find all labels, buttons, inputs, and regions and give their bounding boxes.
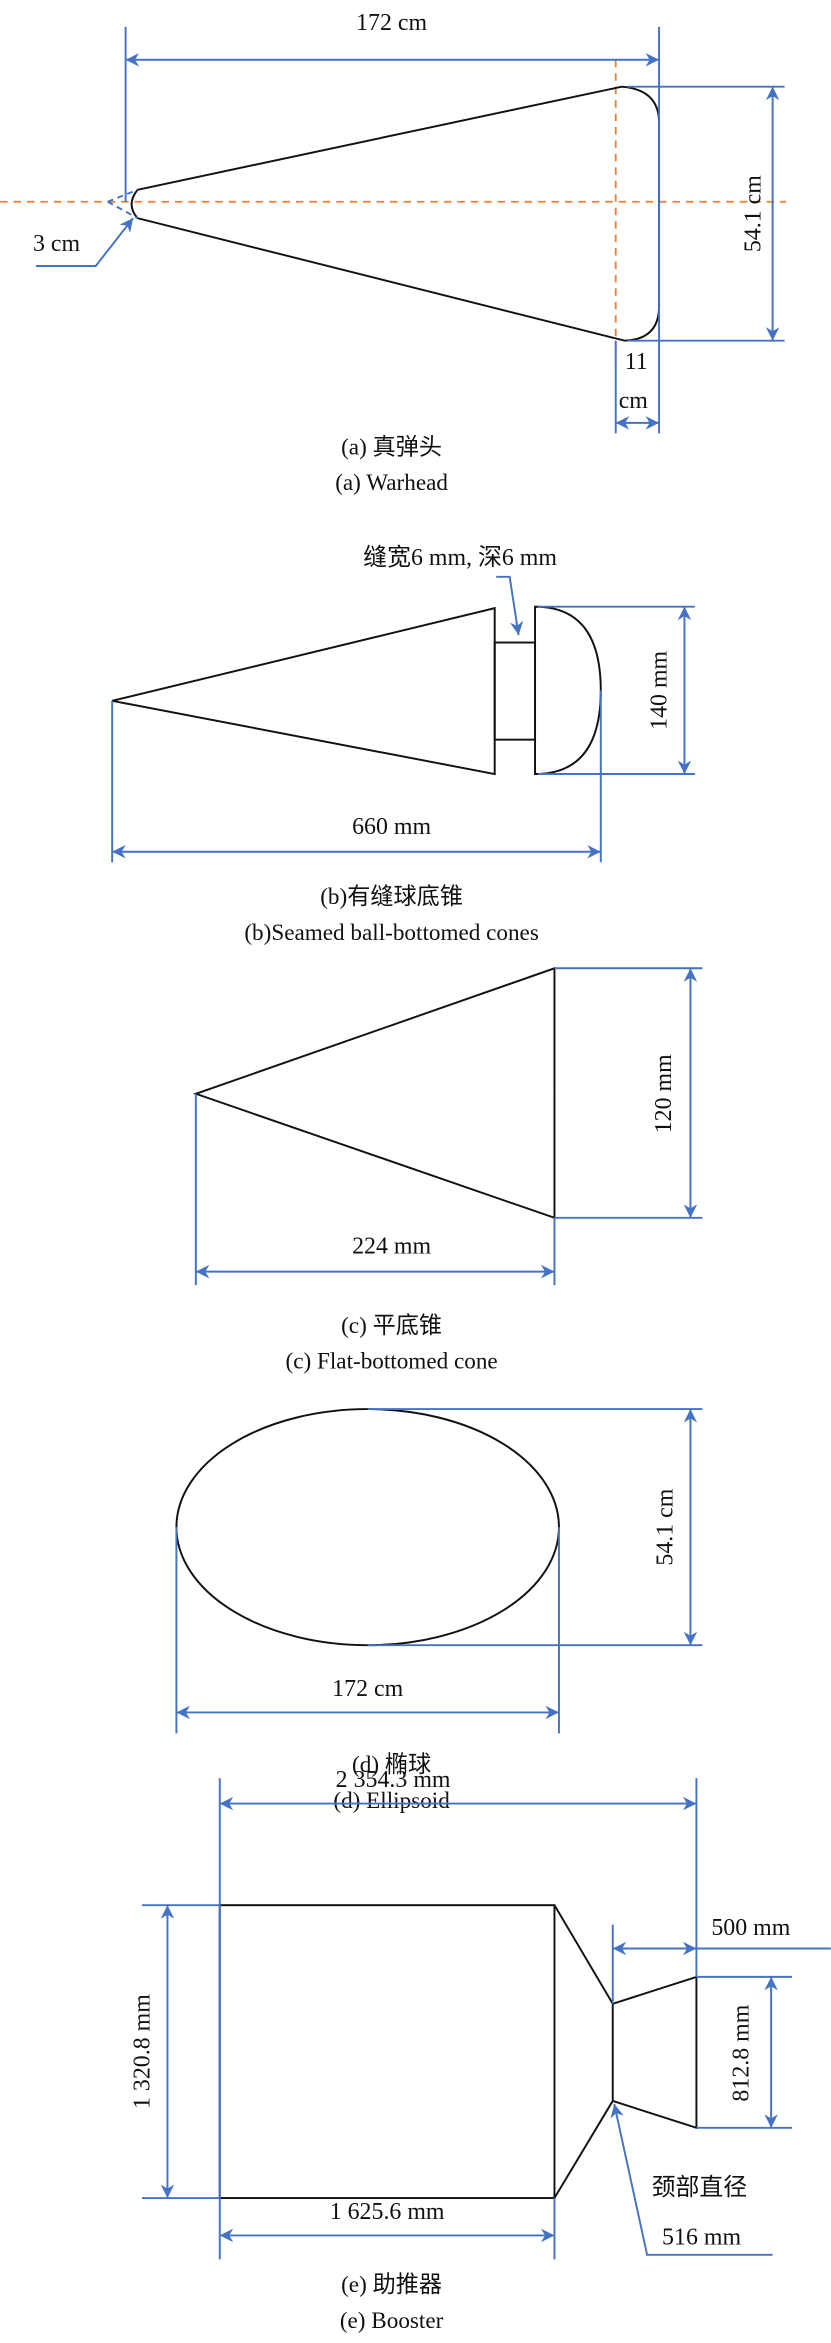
caption-cn: (d) 椭球 bbox=[352, 1752, 431, 1778]
caption-cn: (b)有缝球底锥 bbox=[320, 884, 463, 910]
panel-warhead: 172 cm 54.1 cm 11 cm 3 cm (a) 真弹头 (a) Wa… bbox=[0, 10, 787, 496]
seam-neck bbox=[493, 641, 537, 741]
ellipsoid-outline bbox=[175, 1408, 560, 1647]
neck-value: 516 mm bbox=[662, 2224, 741, 2250]
length-label: 172 cm bbox=[332, 1676, 403, 1702]
neck-leader bbox=[610, 2103, 773, 2256]
diameter-label: 120 mm bbox=[651, 1054, 677, 1133]
caption-en: (a) Warhead bbox=[335, 470, 448, 496]
panel-seamed-cone: 缝宽6 mm, 深6 mm 140 mm 660 mm (b)有缝球底锥 (b)… bbox=[111, 544, 695, 946]
diameter-label: 54.1 cm bbox=[741, 175, 767, 252]
body-diameter-label: 1 320.8 mm bbox=[130, 1994, 156, 2109]
cone-outline bbox=[111, 606, 496, 776]
seam-leader bbox=[496, 575, 524, 636]
booster-transition bbox=[553, 1904, 614, 2199]
total-length-label: 2 354.3 mm bbox=[336, 1767, 451, 1793]
neck-label: 颈部直径 bbox=[652, 2174, 748, 2201]
seam-note: 缝宽6 mm, 深6 mm bbox=[363, 544, 557, 571]
base-radius-number: 11 bbox=[625, 349, 648, 375]
diameter-label: 54.1 cm bbox=[653, 1488, 679, 1565]
nose-construction-line bbox=[107, 200, 139, 220]
caption-cn: (a) 真弹头 bbox=[341, 434, 442, 460]
warhead-outline bbox=[130, 85, 661, 342]
booster-body bbox=[218, 1904, 556, 2200]
caption-cn: (c) 平底锥 bbox=[341, 1313, 442, 1339]
diameter-label: 140 mm bbox=[647, 650, 673, 729]
panel-flat-cone: 120 mm 224 mm (c) 平底锥 (c) Flat-bottomed … bbox=[192, 966, 703, 1375]
length-label: 172 cm bbox=[356, 10, 427, 36]
length-label: 660 mm bbox=[352, 814, 431, 840]
body-length-label: 1 625.6 mm bbox=[330, 2199, 445, 2225]
length-label: 224 mm bbox=[352, 1234, 431, 1260]
cone-outline bbox=[192, 966, 556, 1220]
hemisphere-base bbox=[534, 605, 602, 775]
nose-radius-leader bbox=[35, 217, 134, 267]
caption-en: (e) Booster bbox=[340, 2308, 444, 2334]
base-radius-unit: cm bbox=[619, 388, 649, 414]
nose-construction-line bbox=[107, 188, 138, 203]
booster-nozzle bbox=[612, 1975, 698, 2130]
panel-ellipsoid: 54.1 cm 172 cm (d) 椭球 (d) Ellipsoid bbox=[175, 1408, 703, 1814]
nose-radius-label: 3 cm bbox=[33, 231, 81, 257]
caption-cn: (e) 助推器 bbox=[341, 2272, 442, 2298]
panel-booster: 2 354.3 mm 500 mm 812.8 mm 1 320.8 mm 1 … bbox=[130, 1767, 831, 2334]
nozzle-length-label: 500 mm bbox=[711, 1915, 790, 1941]
caption-en: (b)Seamed ball-bottomed cones bbox=[244, 920, 539, 946]
nozzle-exit-label: 812.8 mm bbox=[729, 2004, 755, 2101]
caption-en: (c) Flat-bottomed cone bbox=[285, 1349, 497, 1375]
